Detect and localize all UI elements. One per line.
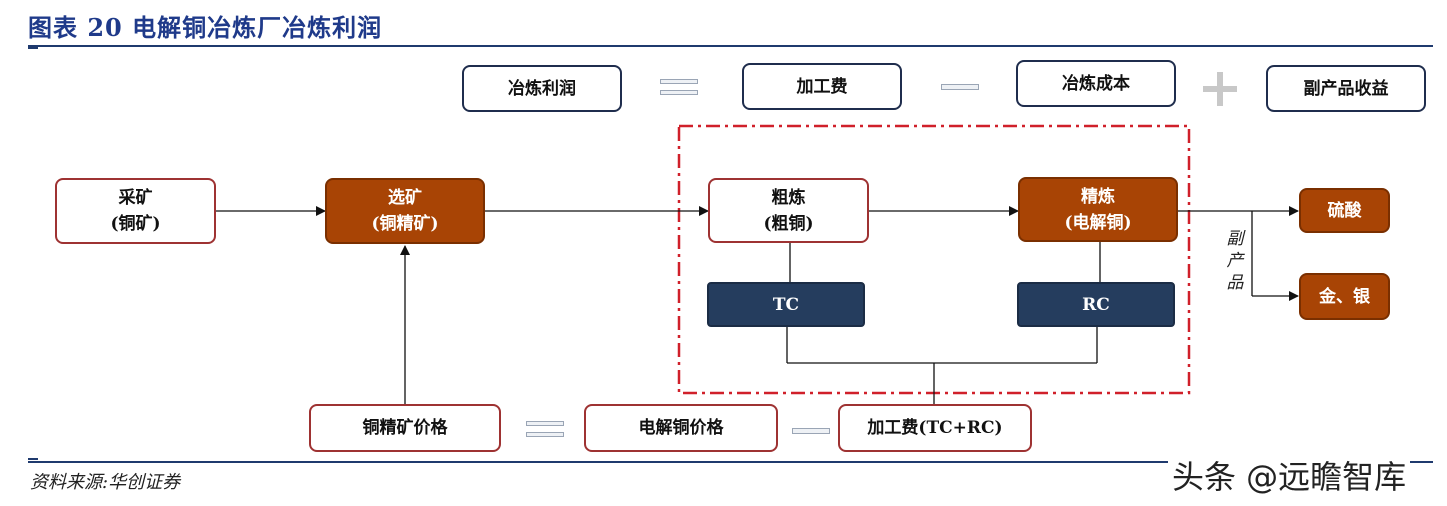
cost-label: 冶炼成本 bbox=[1062, 73, 1130, 94]
rough-label: 粗炼 bbox=[771, 187, 806, 208]
minus-operator-top bbox=[941, 84, 979, 90]
minus-operator-bottom bbox=[792, 428, 830, 434]
rc-label: RC bbox=[1082, 294, 1110, 315]
rc-box: RC bbox=[1017, 282, 1175, 327]
dressing-label: 选矿 bbox=[388, 188, 422, 208]
refine-label: 精炼 bbox=[1081, 186, 1115, 207]
fee-label: 加工费 bbox=[796, 76, 848, 97]
dressing-box: 选矿 (铜精矿) bbox=[325, 178, 485, 244]
dressing-sublabel: (铜精矿) bbox=[371, 214, 439, 234]
page-title: 图表 20 电解铜冶炼厂冶炼利润 bbox=[28, 13, 383, 42]
fee-box: 加工费 bbox=[742, 63, 902, 110]
refining-box: 精炼 (电解铜) bbox=[1018, 177, 1178, 242]
concentrate-price-box: 铜精矿价格 bbox=[309, 404, 501, 452]
mining-box: 采矿 (铜矿) bbox=[55, 178, 216, 244]
fee-tc-rc-box: 加工费(TC+RC) bbox=[838, 404, 1032, 452]
rough-smelting-box: 粗炼 (粗铜) bbox=[708, 178, 869, 243]
watermark: 头条 @远瞻智库 bbox=[1168, 452, 1411, 498]
fee-tc-rc-label: 加工费(TC+RC) bbox=[867, 418, 1003, 438]
byproduct-income-box: 副产品收益 bbox=[1266, 65, 1426, 112]
profit-box: 冶炼利润 bbox=[462, 65, 622, 112]
byproduct-income-label: 副产品收益 bbox=[1303, 78, 1389, 99]
mining-label: 采矿 bbox=[118, 188, 153, 208]
rough-sublabel: (粗铜) bbox=[763, 213, 814, 234]
byproduct-char-2: 产 bbox=[1226, 251, 1244, 271]
gold-silver-label: 金、银 bbox=[1319, 286, 1370, 307]
byproduct-char-1: 副 bbox=[1226, 229, 1244, 249]
source-note: 资料来源:华创证券 bbox=[30, 472, 181, 493]
equals-operator-bottom bbox=[526, 421, 564, 441]
profit-label: 冶炼利润 bbox=[508, 78, 576, 99]
cathode-price-label: 电解铜价格 bbox=[638, 418, 724, 438]
header-divider bbox=[28, 45, 1433, 47]
mining-sublabel: (铜矿) bbox=[110, 214, 161, 234]
byproduct-char-3: 品 bbox=[1226, 273, 1244, 293]
header-tick bbox=[28, 47, 38, 49]
concentrate-price-label: 铜精矿价格 bbox=[362, 418, 448, 438]
sulfuric-acid-label: 硫酸 bbox=[1327, 200, 1362, 221]
cathode-price-box: 电解铜价格 bbox=[584, 404, 778, 452]
byproduct-vertical-label: 副 产 品 bbox=[1225, 228, 1245, 294]
plus-operator-top bbox=[1203, 72, 1237, 106]
cost-box: 冶炼成本 bbox=[1016, 60, 1176, 107]
tc-label: TC bbox=[772, 294, 800, 315]
tc-box: TC bbox=[707, 282, 865, 327]
sulfuric-acid-box: 硫酸 bbox=[1299, 188, 1390, 233]
equals-operator-top bbox=[660, 79, 698, 99]
footer-tick bbox=[28, 458, 38, 460]
refine-sublabel: (电解铜) bbox=[1064, 212, 1132, 233]
footer-divider bbox=[28, 461, 1433, 463]
tc-rc-dashed-frame bbox=[677, 124, 1191, 395]
gold-silver-box: 金、银 bbox=[1299, 273, 1390, 320]
